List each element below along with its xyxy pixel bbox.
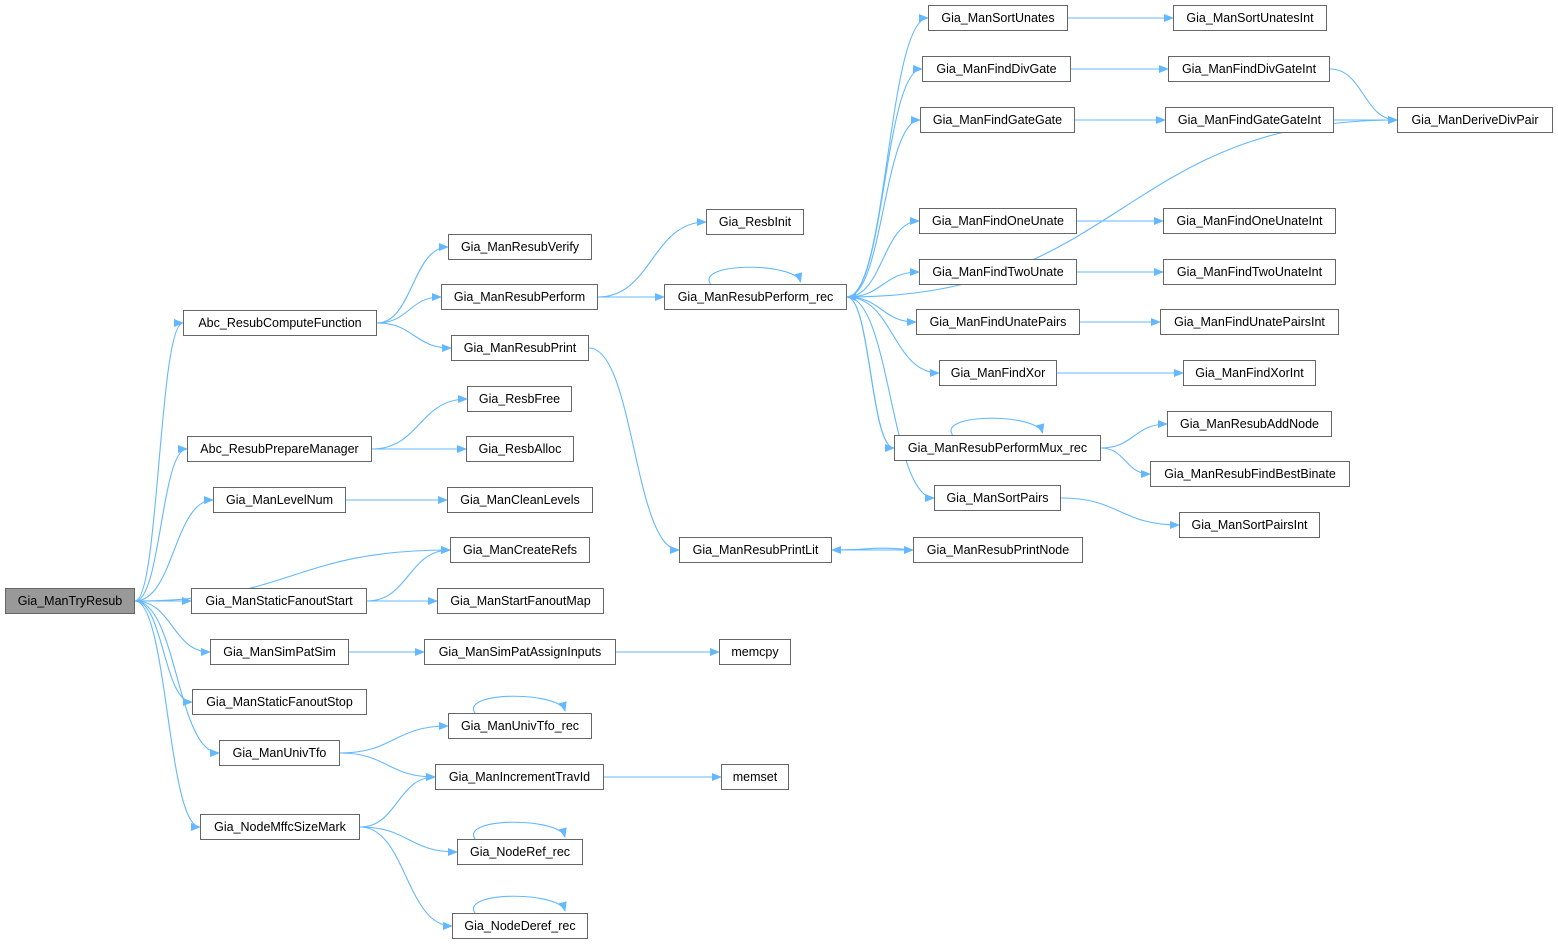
node-noderef[interactable]: Gia_NodeRef_rec bbox=[457, 839, 583, 865]
node-memset[interactable]: memset bbox=[721, 764, 789, 790]
node-resbfree[interactable]: Gia_ResbFree bbox=[467, 386, 572, 412]
node-findoneunateint[interactable]: Gia_ManFindOneUnateInt bbox=[1163, 208, 1336, 234]
edge-tryresub-to-simpatsim bbox=[134, 600, 211, 656]
edge-mffcsizemark-to-nodederef bbox=[359, 826, 453, 930]
edge-nodederef-to-nodederef bbox=[472, 895, 567, 914]
node-findtwounate[interactable]: Gia_ManFindTwoUnate bbox=[919, 259, 1077, 285]
node-findtwounateint[interactable]: Gia_ManFindTwoUnateInt bbox=[1163, 259, 1336, 285]
node-memcpy[interactable]: memcpy bbox=[719, 639, 791, 665]
node-createrefs[interactable]: Gia_ManCreateRefs bbox=[450, 537, 590, 563]
edge-mux_rec-to-bestbinate bbox=[1100, 447, 1151, 478]
edge-noderef-to-noderef bbox=[472, 821, 567, 840]
edge-sortpairs-to-sortpairsint bbox=[1060, 497, 1180, 529]
edge-print-to-printlit bbox=[588, 347, 680, 554]
edge-computefn-to-print bbox=[376, 322, 452, 352]
node-perform[interactable]: Gia_ManResubPerform bbox=[441, 284, 598, 310]
node-resbinit[interactable]: Gia_ResbInit bbox=[706, 209, 804, 235]
node-finddivgateint[interactable]: Gia_ManFindDivGateInt bbox=[1168, 56, 1330, 82]
edge-tryresub-to-univtfo bbox=[134, 600, 220, 757]
edge-perform_rec-to-sortunates bbox=[846, 14, 929, 298]
node-simpatsim[interactable]: Gia_ManSimPatSim bbox=[210, 639, 349, 665]
edge-univtfo-to-incrtravid bbox=[339, 752, 436, 781]
edge-univtfo-to-univtfo_rec bbox=[339, 722, 449, 754]
node-assigninputs[interactable]: Gia_ManSimPatAssignInputs bbox=[424, 639, 616, 665]
edge-mux_rec-to-perform_rec bbox=[846, 293, 895, 449]
edge-mux_rec-to-mux_rec bbox=[950, 417, 1045, 436]
node-findunatepairsint[interactable]: Gia_ManFindUnatePairsInt bbox=[1160, 309, 1339, 335]
edge-tryresub-to-computefn bbox=[134, 319, 184, 602]
node-findgategate[interactable]: Gia_ManFindGateGate bbox=[920, 107, 1075, 133]
node-addnode[interactable]: Gia_ManResubAddNode bbox=[1167, 411, 1332, 437]
edge-perform-to-resbinit bbox=[597, 218, 707, 298]
edge-perform_rec-to-finddivgate bbox=[846, 65, 923, 298]
edge-univtfo_rec-to-univtfo_rec bbox=[472, 695, 567, 714]
edge-tryresub-to-levelnum bbox=[134, 496, 214, 602]
node-incrtravid[interactable]: Gia_ManIncrementTravId bbox=[435, 764, 604, 790]
edge-tryresub-to-mffcsizemark bbox=[134, 600, 201, 831]
edge-perform_rec-to-findtwounate bbox=[846, 268, 920, 298]
node-sortpairs[interactable]: Gia_ManSortPairs bbox=[934, 485, 1061, 511]
node-computefn[interactable]: Abc_ResubComputeFunction bbox=[183, 310, 377, 336]
node-derivedivpair[interactable]: Gia_ManDeriveDivPair bbox=[1397, 107, 1553, 133]
edge-printnode-to-printlit bbox=[831, 545, 914, 554]
node-sortpairsint[interactable]: Gia_ManSortPairsInt bbox=[1179, 512, 1320, 538]
node-findunatepairs[interactable]: Gia_ManFindUnatePairs bbox=[916, 309, 1080, 335]
edge-perform_rec-to-sortpairs bbox=[846, 296, 935, 502]
edge-finddivgateint-to-derivedivpair bbox=[1329, 68, 1398, 124]
edge-mffcsizemark-to-noderef bbox=[359, 826, 458, 856]
node-printlit[interactable]: Gia_ManResubPrintLit bbox=[679, 537, 832, 563]
edge-perform_rec-to-perform_rec bbox=[708, 266, 803, 285]
node-univtfo[interactable]: Gia_ManUnivTfo bbox=[219, 740, 340, 766]
node-findxorint[interactable]: Gia_ManFindXorInt bbox=[1183, 360, 1316, 386]
node-printnode[interactable]: Gia_ManResubPrintNode bbox=[913, 537, 1083, 563]
node-sortunatesint[interactable]: Gia_ManSortUnatesInt bbox=[1173, 5, 1327, 31]
node-univtfo-rec[interactable]: Gia_ManUnivTfo_rec bbox=[448, 713, 592, 739]
node-findgategateint[interactable]: Gia_ManFindGateGateInt bbox=[1165, 107, 1334, 133]
node-findoneunate[interactable]: Gia_ManFindOneUnate bbox=[919, 208, 1077, 234]
node-print[interactable]: Gia_ManResubPrint bbox=[451, 335, 589, 361]
edge-fanoutstart-to-createrefs bbox=[366, 546, 451, 602]
edge-tryresub-to-preparemgr bbox=[134, 445, 188, 602]
node-fanoutstart[interactable]: Gia_ManStaticFanoutStart bbox=[191, 588, 367, 614]
edge-perform_rec-to-findoneunate bbox=[846, 217, 920, 298]
node-tryresub[interactable]: Gia_ManTryResub bbox=[5, 588, 135, 614]
node-resballoc[interactable]: Gia_ResbAlloc bbox=[466, 436, 574, 462]
node-finddivgate[interactable]: Gia_ManFindDivGate bbox=[922, 56, 1071, 82]
node-preparemgr[interactable]: Abc_ResubPrepareManager bbox=[187, 436, 372, 462]
node-startfanoutmap[interactable]: Gia_ManStartFanoutMap bbox=[437, 588, 604, 614]
edge-computefn-to-verify bbox=[376, 243, 449, 324]
node-sortunates[interactable]: Gia_ManSortUnates bbox=[928, 5, 1068, 31]
node-nodederef[interactable]: Gia_NodeDeref_rec bbox=[452, 913, 588, 939]
node-bestbinate[interactable]: Gia_ManResubFindBestBinate bbox=[1150, 461, 1350, 487]
node-cleanlevels[interactable]: Gia_ManCleanLevels bbox=[447, 487, 593, 513]
edge-preparemgr-to-resbfree bbox=[371, 395, 468, 450]
edge-perform_rec-to-findxor bbox=[846, 296, 940, 377]
node-levelnum[interactable]: Gia_ManLevelNum bbox=[213, 487, 346, 513]
node-fanoutstop[interactable]: Gia_ManStaticFanoutStop bbox=[192, 689, 367, 715]
node-mffcsizemark[interactable]: Gia_NodeMffcSizeMark bbox=[200, 814, 360, 840]
node-mux-rec[interactable]: Gia_ManResubPerformMux_rec bbox=[894, 435, 1101, 461]
node-perform-rec[interactable]: Gia_ManResubPerform_rec bbox=[664, 284, 847, 310]
node-findxor[interactable]: Gia_ManFindXor bbox=[939, 360, 1057, 386]
edge-perform_rec-to-findgategate bbox=[846, 116, 921, 298]
edge-mffcsizemark-to-incrtravid bbox=[359, 773, 436, 828]
node-verify[interactable]: Gia_ManResubVerify bbox=[448, 234, 592, 260]
edge-computefn-to-perform bbox=[376, 293, 442, 324]
edge-mux_rec-to-addnode bbox=[1100, 420, 1168, 449]
